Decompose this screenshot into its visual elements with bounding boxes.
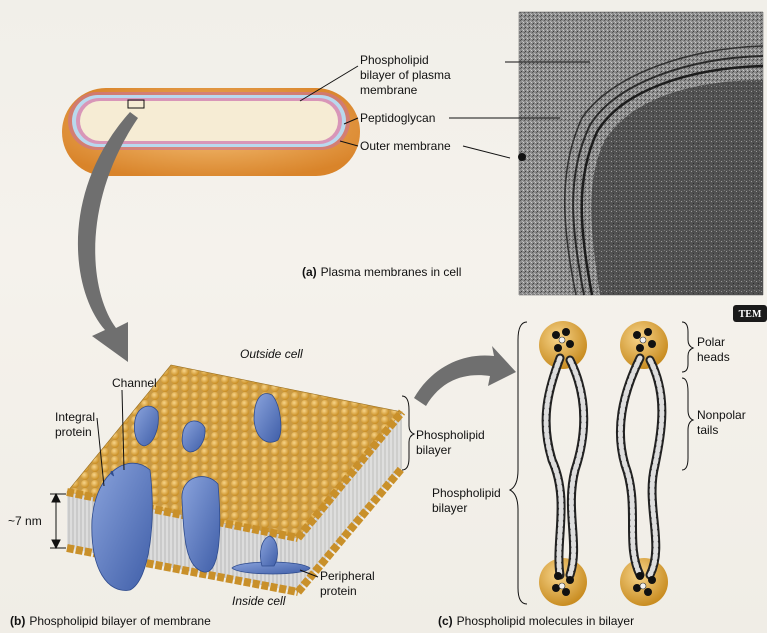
caption-a: (a) Plasma membranes in cell [302, 265, 461, 279]
label-polar-1: Polar [697, 335, 725, 349]
bilayer-brace-b [402, 396, 414, 470]
caption-c-text: Phospholipid molecules in bilayer [457, 614, 634, 628]
tem-badge: TEM [733, 305, 767, 322]
caption-a-letter: (a) [302, 265, 317, 279]
label-bilayer-c-1: Phospholipid [432, 486, 501, 500]
label-peripheral-1: Peripheral [320, 569, 375, 583]
panel-c-braces [510, 322, 693, 604]
label-bilayer-b-2: bilayer [416, 443, 451, 457]
label-nonpolar-1: Nonpolar [697, 408, 746, 422]
tem-micrograph [518, 12, 763, 295]
caption-c: (c) Phospholipid molecules in bilayer [438, 614, 634, 628]
label-integral-2: protein [55, 425, 92, 439]
label-peptidoglycan: Peptidoglycan [360, 111, 435, 125]
zoom-arrow-2 [414, 346, 516, 406]
caption-b-text: Phospholipid bilayer of membrane [29, 614, 211, 628]
label-outer-membrane: Outer membrane [360, 139, 451, 153]
label-phospholipid-bilayer-a-2: bilayer of plasma [360, 68, 451, 82]
caption-a-text: Plasma membranes in cell [321, 265, 462, 279]
label-channel: Channel [112, 376, 157, 390]
label-bilayer-b-1: Phospholipid [416, 428, 485, 442]
label-phospholipid-bilayer-a-3: membrane [360, 83, 418, 97]
phospholipid-molecules [539, 321, 668, 606]
label-bilayer-c-2: bilayer [432, 501, 467, 515]
label-phospholipid-bilayer-a-1: Phospholipid [360, 53, 429, 67]
label-polar-2: heads [697, 350, 730, 364]
label-integral-1: Integral [55, 410, 95, 424]
tem-badge-text: TEM [739, 309, 762, 320]
label-inside-cell: Inside cell [232, 594, 286, 608]
label-peripheral-2: protein [320, 584, 357, 598]
label-thickness: ~7 nm [8, 514, 42, 528]
thickness-indicator [50, 494, 66, 548]
caption-c-letter: (c) [438, 614, 453, 628]
label-outside-cell: Outside cell [240, 347, 303, 361]
caption-b-letter: (b) [10, 614, 25, 628]
label-nonpolar-2: tails [697, 423, 718, 437]
caption-b: (b) Phospholipid bilayer of membrane [10, 614, 211, 628]
